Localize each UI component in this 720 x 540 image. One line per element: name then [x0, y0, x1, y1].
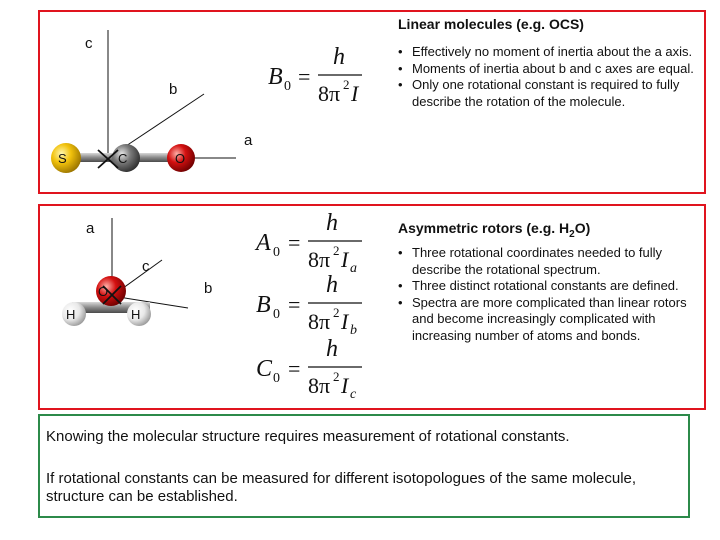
svg-text:b: b	[350, 323, 357, 338]
svg-text:8π: 8π	[308, 309, 330, 334]
oxygen-atom	[167, 144, 195, 172]
svg-text:I: I	[350, 81, 360, 106]
linear-bullet-3: Only one rotational constant is required…	[396, 77, 698, 110]
svg-text:C: C	[256, 356, 273, 382]
svg-text:a: a	[350, 261, 357, 276]
hydrogen-atom-right	[127, 302, 151, 326]
svg-text:h: h	[326, 272, 338, 298]
c-axis-label-h2o: c	[142, 258, 150, 275]
sulfur-label: S	[58, 151, 67, 166]
svg-text:=: =	[288, 230, 300, 255]
oxygen-label: O	[175, 151, 185, 166]
carbon-label: C	[118, 151, 127, 166]
hydrogen-label-left: H	[66, 307, 75, 322]
svg-text:B: B	[256, 292, 271, 318]
h2o-molecule: H O H	[62, 276, 151, 326]
asymmetric-bullet-2: Three distinct rotational constants are …	[396, 278, 702, 295]
svg-text:8π: 8π	[308, 373, 330, 398]
asymmetric-rotors-heading: Asymmetric rotors (e.g. H2O)	[398, 220, 591, 240]
a-axis-label: a	[244, 132, 253, 149]
svg-text:0: 0	[273, 371, 280, 386]
carbon-atom	[112, 144, 140, 172]
svg-text:A: A	[254, 230, 271, 256]
svg-text:c: c	[350, 387, 357, 402]
asymmetric-rotors-panel	[38, 204, 706, 410]
ocs-molecule: S C O	[51, 143, 195, 173]
svg-text:I: I	[340, 373, 350, 398]
linear-molecules-heading: Linear molecules (e.g. OCS)	[398, 16, 584, 32]
svg-text:=: =	[288, 356, 300, 381]
linear-bullet-list: Effectively no moment of inertia about t…	[396, 44, 698, 110]
linear-molecules-panel	[38, 10, 706, 194]
svg-text:0: 0	[284, 79, 291, 94]
b-axis-label-h2o: b	[204, 280, 212, 297]
svg-text:B: B	[268, 64, 283, 90]
svg-text:0: 0	[273, 245, 280, 260]
hydrogen-label-right: H	[131, 307, 140, 322]
asymmetric-bullet-3: Spectra are more complicated than linear…	[396, 295, 702, 345]
oxygen-atom-h2o	[96, 276, 126, 306]
svg-text:=: =	[298, 64, 310, 89]
svg-text:I: I	[340, 247, 350, 272]
conclusion-line-2: If rotational constants can be measured …	[46, 470, 637, 505]
svg-text:2: 2	[333, 305, 340, 320]
sulfur-atom	[51, 143, 81, 173]
asymmetric-bullet-list: Three rotational coordinates needed to f…	[396, 245, 702, 344]
c-axis-label: c	[85, 35, 93, 52]
ocs-axes: c b a	[85, 30, 253, 159]
svg-text:2: 2	[333, 243, 340, 258]
linear-bullet-2: Moments of inertia about b and c axes ar…	[396, 61, 698, 78]
linear-bullet-1: Effectively no moment of inertia about t…	[396, 44, 698, 61]
svg-text:2: 2	[333, 369, 340, 384]
a0-equation: A 0 = h 8π 2 I a	[254, 210, 362, 276]
svg-text:2: 2	[343, 77, 350, 92]
c0-equation: C 0 = h 8π 2 I c	[256, 336, 362, 402]
asymmetric-bullet-1: Three rotational coordinates needed to f…	[396, 245, 702, 278]
b0-equation: B 0 = h 8π 2 I b	[256, 272, 362, 338]
svg-text:h: h	[333, 44, 345, 70]
svg-text:I: I	[340, 309, 350, 334]
svg-text:8π: 8π	[318, 81, 340, 106]
hydrogen-atom-left	[62, 302, 86, 326]
svg-text:8π: 8π	[308, 247, 330, 272]
h2o-bond	[72, 302, 150, 313]
svg-text:0: 0	[273, 307, 280, 322]
svg-text:=: =	[288, 292, 300, 317]
linear-rotational-constant-equation: B 0 = h 8π 2 I	[268, 44, 362, 106]
a-axis-label-h2o: a	[86, 220, 95, 237]
conclusion-line-1: Knowing the molecular structure requires…	[46, 428, 570, 445]
svg-text:h: h	[326, 336, 338, 362]
oxygen-label-h2o: O	[98, 284, 108, 299]
svg-text:h: h	[326, 210, 338, 236]
b-axis-label: b	[169, 81, 177, 98]
conclusion-panel	[38, 414, 690, 518]
